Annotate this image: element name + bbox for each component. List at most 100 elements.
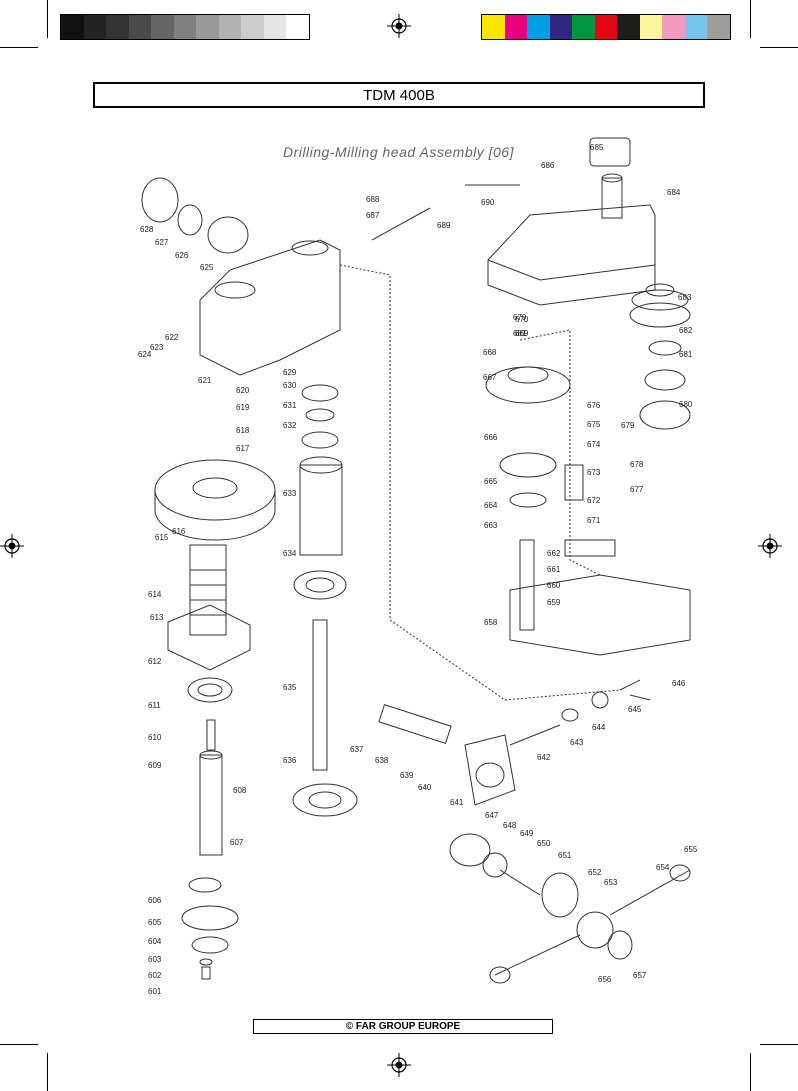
part-label: 682 [679, 326, 693, 335]
part-label: 610 [148, 733, 162, 742]
part-label: 666 [484, 433, 498, 442]
part-label: 602 [148, 971, 162, 980]
part-label: 665 [484, 477, 498, 486]
color-swatch [639, 15, 662, 39]
part-label: 625 [200, 263, 214, 272]
part-label: 678 [630, 460, 644, 469]
color-swatch [527, 15, 550, 39]
part-label: 690 [481, 198, 495, 207]
part-label: 681 [513, 329, 527, 338]
crop-mark [760, 1044, 798, 1045]
part-label: 653 [604, 878, 618, 887]
cap-683 [589, 137, 631, 167]
part-label: 670 [515, 315, 529, 324]
part-label: 685 [590, 143, 604, 152]
part-label: 679 [513, 313, 527, 322]
part-label: 663 [484, 521, 498, 530]
part-label: 673 [587, 468, 601, 477]
part-label: 629 [283, 368, 297, 377]
part-label: 669 [515, 329, 529, 338]
part-label: 641 [450, 798, 464, 807]
part-label: 638 [375, 756, 389, 765]
gray-calibration-strip [60, 14, 310, 40]
gray-swatch [241, 15, 264, 39]
crop-mark [0, 1044, 38, 1045]
part-label: 656 [598, 975, 612, 984]
footer-box: © FAR GROUP EUROPE [253, 1019, 553, 1034]
gray-swatch [196, 15, 219, 39]
part-label: 636 [283, 756, 297, 765]
gray-swatch [106, 15, 129, 39]
part-label: 688 [366, 195, 380, 204]
part-label: 676 [587, 401, 601, 410]
registration-mark-icon [758, 534, 782, 558]
part-label: 606 [148, 896, 162, 905]
part-label: 643 [570, 738, 584, 747]
part-label: 630 [283, 381, 297, 390]
registration-mark-icon [0, 534, 24, 558]
gray-swatch [218, 15, 241, 39]
part-label: 639 [400, 771, 414, 780]
gray-swatch [128, 15, 151, 39]
part-label: 657 [633, 971, 647, 980]
part-label: 681 [679, 350, 693, 359]
part-label: 658 [484, 618, 498, 627]
part-label: 609 [148, 761, 162, 770]
part-label: 683 [678, 293, 692, 302]
color-swatch [504, 15, 527, 39]
part-label: 642 [537, 753, 551, 762]
part-label: 634 [283, 549, 297, 558]
gray-swatch [83, 15, 106, 39]
crop-mark [760, 47, 798, 48]
part-label: 664 [484, 501, 498, 510]
gray-swatch [263, 15, 286, 39]
part-label: 655 [684, 845, 698, 854]
part-label: 684 [667, 188, 681, 197]
part-label: 613 [150, 613, 164, 622]
part-label: 668 [483, 348, 497, 357]
part-label: 628 [140, 225, 154, 234]
part-label: 632 [283, 421, 297, 430]
color-swatch [707, 15, 730, 39]
part-label: 621 [198, 376, 212, 385]
part-label: 601 [148, 987, 162, 996]
part-label: 617 [236, 444, 250, 453]
color-swatch [662, 15, 685, 39]
part-label: 654 [656, 863, 670, 872]
part-label: 622 [165, 333, 179, 342]
part-label: 661 [547, 565, 561, 574]
crop-mark [47, 1053, 48, 1091]
part-label: 648 [503, 821, 517, 830]
part-label: 650 [537, 839, 551, 848]
page-title: TDM 400B [363, 86, 435, 104]
color-swatch [594, 15, 617, 39]
color-swatch [549, 15, 572, 39]
part-label: 671 [587, 516, 601, 525]
part-label: 659 [547, 598, 561, 607]
part-label: 677 [630, 485, 644, 494]
part-label: 675 [587, 420, 601, 429]
crop-mark [47, 0, 48, 38]
part-label: 616 [172, 527, 186, 536]
part-label: 624 [138, 350, 152, 359]
gray-swatch [173, 15, 196, 39]
part-label: 627 [155, 238, 169, 247]
color-swatch [684, 15, 707, 39]
part-label: 667 [483, 373, 497, 382]
part-label: 689 [437, 221, 451, 230]
part-label: 612 [148, 657, 162, 666]
crop-mark [750, 1053, 751, 1091]
gray-swatch [151, 15, 174, 39]
part-label: 645 [628, 705, 642, 714]
post-683 [601, 177, 623, 219]
part-label: 626 [175, 251, 189, 260]
part-label: 633 [283, 489, 297, 498]
part-label: 618 [236, 426, 250, 435]
part-label: 604 [148, 937, 162, 946]
part-label: 652 [588, 868, 602, 877]
part-label-group: 6286276266256246236226216206196186176166… [138, 143, 698, 996]
part-label: 614 [148, 590, 162, 599]
page-title-box: TDM 400B [93, 82, 705, 108]
part-label: 608 [233, 786, 247, 795]
